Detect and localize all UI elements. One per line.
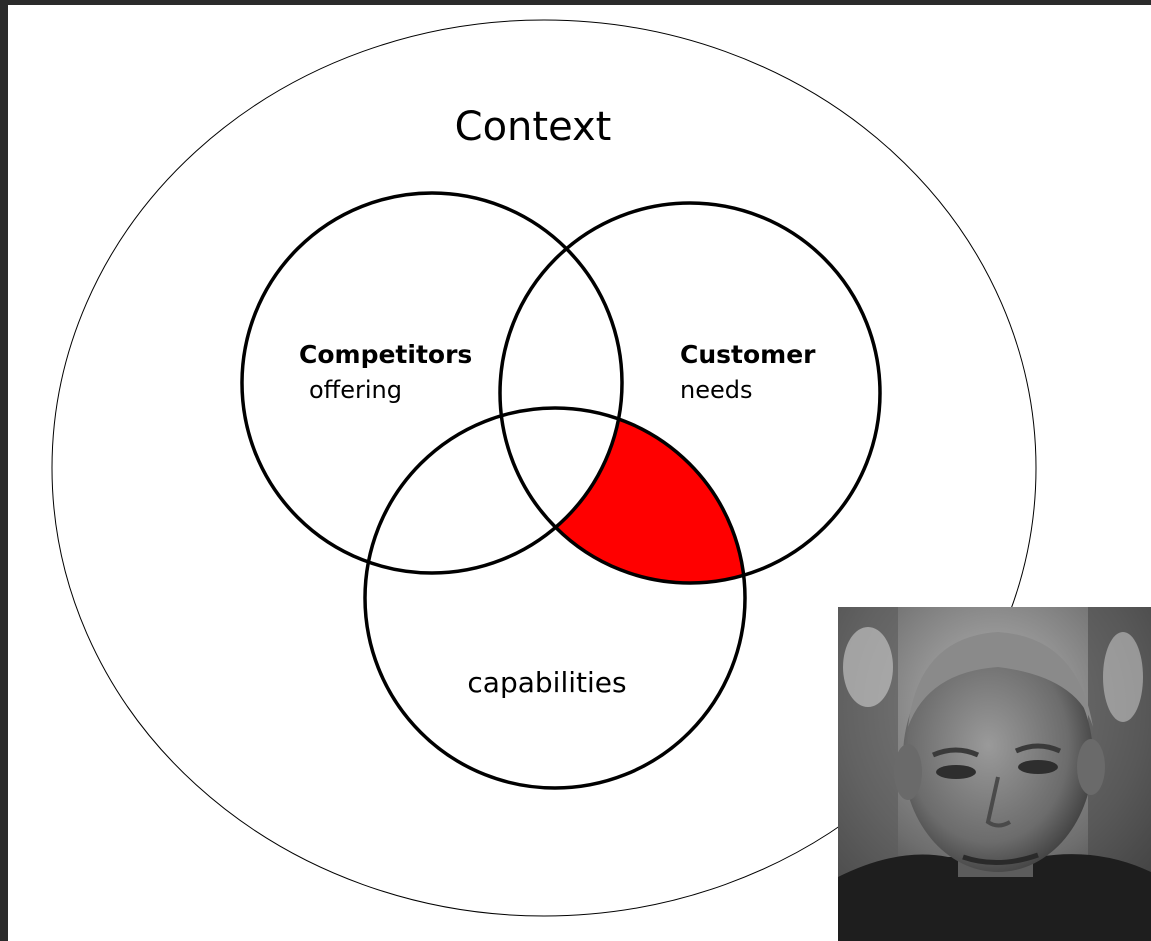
capabilities-label: capabilities	[467, 666, 626, 699]
customer-title: Customer	[680, 340, 816, 369]
customer-circle	[498, 201, 882, 585]
context-circle	[51, 19, 1037, 917]
context-label: Context	[455, 104, 612, 150]
capabilities-circle	[363, 406, 747, 790]
competitors-title: Competitors	[299, 340, 472, 369]
portrait-photo	[838, 607, 1151, 941]
customer-subtitle: needs	[680, 376, 752, 404]
competitors-subtitle: offering	[309, 376, 402, 404]
portrait-icon	[838, 607, 1151, 941]
competitors-circle	[240, 191, 624, 575]
